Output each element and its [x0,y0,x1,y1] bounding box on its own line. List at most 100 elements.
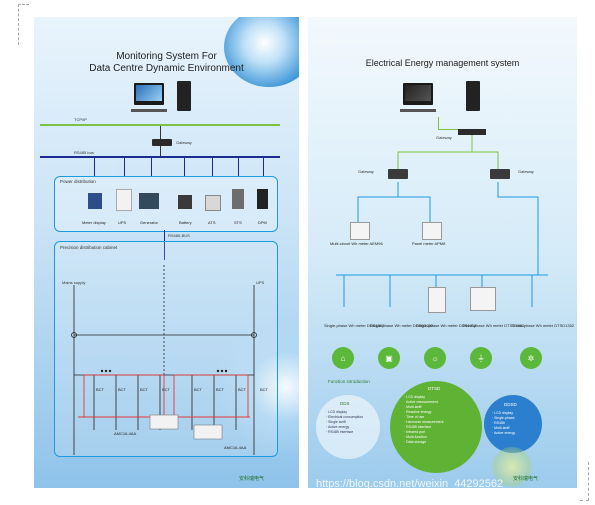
func-right-line-3: · RS485 [492,421,505,425]
func-center-line-2: · Active measurement [404,400,438,404]
func-right-title: DDSD [504,402,517,407]
three-phase-meter-4-device [470,287,496,311]
func-center-line-5: · Time of use [404,415,425,419]
bus-drop-3 [151,158,152,176]
func-left-line-5: · RS485 interface [326,430,354,434]
bus-drop-4 [184,158,185,176]
home-icon: ⌂ [332,347,354,369]
power-group-label: Power distribution [60,179,96,184]
battery-device [178,195,192,209]
corner-mark-bottom-right [580,462,589,501]
cabinet-schematic [71,265,257,455]
gateway-link [160,126,161,140]
breaker-label-2: BCT [118,387,126,392]
breaker-label-7: BCT [238,387,246,392]
func-circle-center [390,381,482,473]
mid-device-label-2: Panel meter APM8 [412,241,446,246]
bus2-label: RS485-BUS [168,233,190,238]
func-left-title: DDS [340,401,350,406]
func-right-line-2: · Single-phase [492,416,515,420]
bus-down-trunk [164,230,165,260]
breaker-label-1: BCT [96,387,104,392]
monitor-icon [403,83,433,105]
section-label: Precision distribution cabinet [60,245,118,250]
network-lines [336,135,548,307]
func-center-line-3: · Multi-tariff [404,405,422,409]
gateway-label: Gateway [436,135,452,140]
ups-device [116,189,132,211]
dpm-device [257,189,268,209]
func-center-line-8: · Infrared port [404,430,426,434]
breaker-label-5: BCT [194,387,202,392]
multi-circuit-meter-device [350,222,370,240]
generator-device [139,193,159,209]
power-device-label-3: Generator [140,220,159,225]
bottom-device-label-3: Single-phase Wh meter DDS1352 [416,323,477,328]
server-tower-icon [466,81,480,111]
ats-device [205,195,221,211]
bus-drop-6 [238,158,239,176]
function-intro-label: Function introduction [328,379,370,384]
func-center-line-1: · LCD display [404,395,426,399]
func-left-line-3: · Single tariff [326,420,346,424]
func-center-line-9: · Multi-function [404,435,427,439]
decorative-sphere-bottom-right [492,447,532,487]
bulb-icon: ☼ [424,347,446,369]
breaker-label-3: BCT [140,387,148,392]
panel-icon: ▣ [378,347,400,369]
meter-display-device [88,193,102,209]
left-title-line2: Data Centre Dynamic Environment [89,63,244,74]
rs485-bus [40,156,280,158]
gateway-left-device [388,169,408,179]
keyboard-icon [400,109,436,112]
power-device-label-7: DPM [258,220,267,225]
right-brand-watermark: 安科瑞电气 [513,476,539,482]
func-left-line-1: · LCD display [326,410,348,414]
func-center-line-7: · RS485 interface [404,425,432,429]
breaker-label-4: BCT [162,387,170,392]
plug-icon: ⏚ [470,347,492,369]
mid-device-label-1: Multi-circuit Wh meter AEM96 [330,241,383,246]
panel-meter-device [422,222,442,240]
meter-label-left: AMC16-4AA [114,431,137,436]
top-link [438,117,439,129]
bus-drop-2 [124,158,125,176]
bottom-device-label-1: Single-phase Wh meter DDS1352 [324,323,385,328]
power-device-label-4: Battery [179,220,192,225]
gateway-left-label: Gateway [358,169,374,174]
func-circle-right [484,395,542,453]
sts-device [232,189,244,209]
tcpip-label: TCP/IP [74,117,87,122]
func-center-line-6: · Harmonic measurement [404,420,444,424]
bus-drop-1 [94,158,95,176]
gateway-right-label: Gateway [518,169,534,174]
meter-label-right: AMC16-4AA [224,445,247,450]
breaker-label-6: BCT [216,387,224,392]
gateway-down-link [160,146,161,156]
single-phase-meter-3-device [428,287,446,313]
func-right-line-1: · LCD display [492,411,514,415]
bottom-device-label-2: Single-phase Wh meter DDSD1352 [370,323,434,328]
gateway-device [458,129,486,135]
power-device-label-6: STS [234,220,242,225]
ups-label: UPS [256,280,265,285]
func-center-line-10: · Data storage [404,440,427,444]
func-right-line-4: · Multi-tariff [492,426,510,430]
bottom-device-label-4: Three-phase Wh meter DTSD1352 [462,323,525,328]
right-title: Electrical Energy management system [365,58,520,68]
keyboard-icon [131,109,167,112]
func-center-line-4: · Reactive energy [404,410,432,414]
power-device-label-2: UPS [118,220,127,225]
power-device-label-1: Meter display [82,220,106,225]
left-title-line1: Monitoring System For [116,51,217,62]
func-left-line-4: · Active energy [326,425,350,429]
gateway-label: Gateway [176,140,192,145]
url-watermark: https://blog.csdn.net/weixin_44292562 [316,478,504,490]
bus-drop-7 [263,158,264,176]
power-device-label-5: ATS [208,220,216,225]
fan-icon: ✲ [520,347,542,369]
func-circle-left [316,395,380,459]
func-left-line-2: · Electrical consumption [326,415,364,419]
breaker-label-8: BCT [260,387,268,392]
monitoring-system-panel: Monitoring System For Data Centre Dynami… [34,17,299,488]
